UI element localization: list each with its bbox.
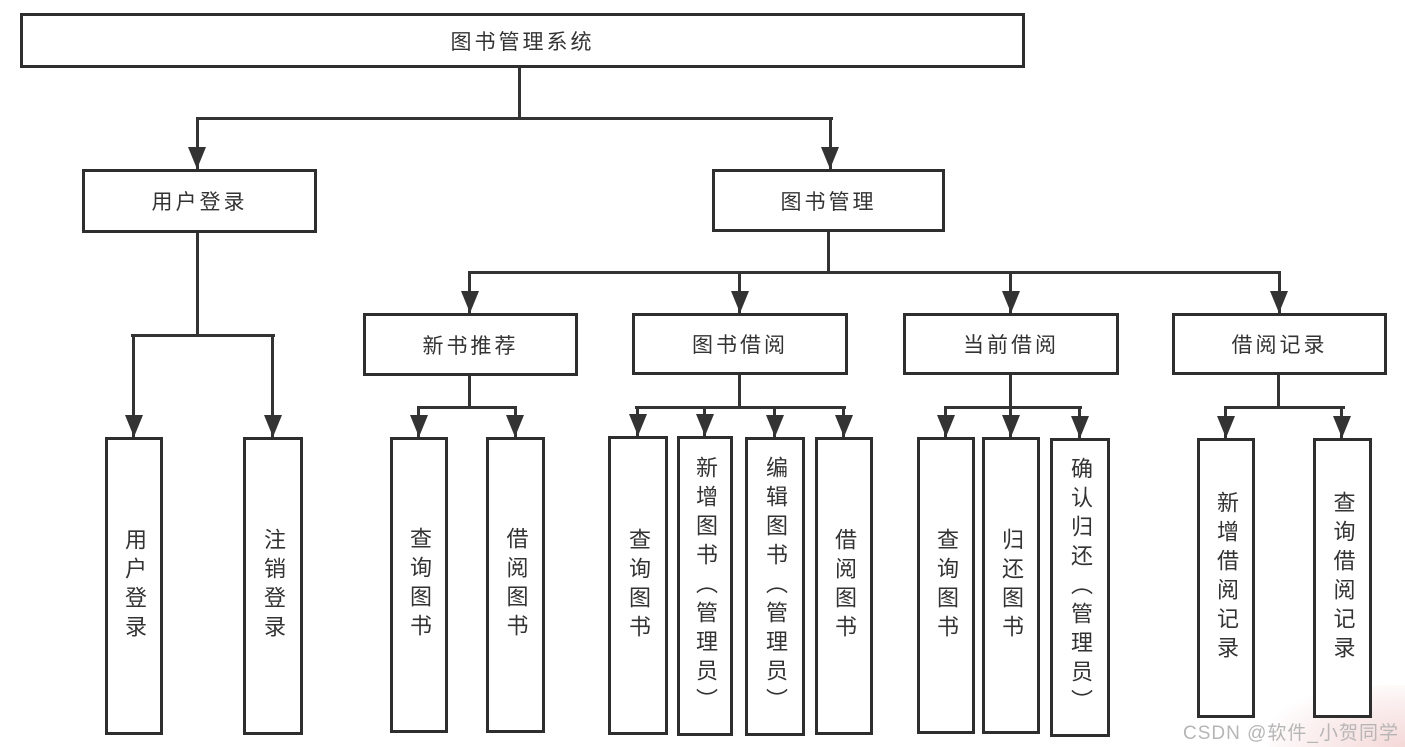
- connector-line: [417, 406, 517, 409]
- node-label: 图书借阅: [692, 334, 788, 357]
- leaf-label: 借阅图书: [503, 527, 529, 643]
- leaf-return-book: 归还图书: [982, 437, 1040, 734]
- connector-line: [196, 117, 199, 169]
- arrow-down-icon: [1270, 291, 1288, 313]
- leaf-label: 新增借阅记录: [1214, 491, 1239, 665]
- node-label: 新书推荐: [422, 334, 519, 358]
- connector-line: [196, 231, 199, 337]
- leaf-query-book-borrow: 查询图书: [608, 436, 668, 735]
- arrow-down-icon: [264, 415, 282, 437]
- leaf-edit-book-admin: 编辑图书（管理员）: [745, 437, 805, 736]
- arrow-down-icon: [821, 147, 839, 169]
- leaf-add-borrow-record: 新增借阅记录: [1197, 438, 1255, 718]
- arrow-down-icon: [1071, 416, 1089, 438]
- connector-line: [1224, 406, 1345, 409]
- arrow-down-icon: [1217, 416, 1235, 438]
- arrow-down-icon: [1002, 291, 1020, 313]
- leaf-label: 用户登录: [122, 528, 147, 644]
- node-borrow-record: 借阅记录: [1172, 313, 1387, 375]
- leaf-confirm-return-admin: 确认归还（管理员）: [1050, 438, 1110, 737]
- connector-line: [1009, 373, 1012, 409]
- leaf-label: 查询图书: [934, 527, 959, 644]
- node-new-book-recommend: 新书推荐: [363, 313, 578, 376]
- node-book-management: 图书管理: [712, 169, 945, 232]
- leaf-query-borrow-record: 查询借阅记录: [1313, 438, 1372, 718]
- node-book-borrow: 图书借阅: [632, 313, 848, 375]
- arrow-down-icon: [835, 415, 853, 437]
- arrow-down-icon: [696, 414, 714, 436]
- arrow-down-icon: [629, 414, 647, 436]
- connector-line: [468, 271, 1281, 274]
- leaf-query-book-recommend: 查询图书: [390, 437, 448, 733]
- connector-line: [944, 406, 1082, 409]
- leaf-label: 注销登录: [261, 528, 286, 644]
- arrow-down-icon: [461, 291, 479, 313]
- connector-line: [829, 117, 832, 169]
- node-root: 图书管理系统: [20, 13, 1025, 68]
- leaf-user-login: 用户登录: [105, 437, 163, 735]
- leaf-query-book-current: 查询图书: [917, 437, 975, 734]
- leaf-borrow-book-recommend: 借阅图书: [486, 437, 545, 733]
- connector-line: [468, 374, 471, 409]
- leaf-label: 查询图书: [407, 527, 432, 643]
- node-label: 借阅记录: [1231, 334, 1328, 357]
- node-label: 用户登录: [151, 191, 248, 214]
- connector-line: [827, 230, 830, 274]
- leaf-label: 归还图书: [999, 527, 1024, 644]
- connector-line: [271, 334, 274, 437]
- connector-line: [635, 406, 846, 409]
- connector-line: [132, 334, 135, 437]
- arrow-down-icon: [506, 415, 524, 437]
- leaf-label: 查询借阅记录: [1330, 491, 1356, 665]
- leaf-label: 查询图书: [626, 527, 651, 644]
- node-user-login: 用户登录: [82, 169, 317, 233]
- leaf-label: 新增图书（管理员）: [693, 455, 718, 717]
- arrow-down-icon: [410, 415, 428, 437]
- arrow-down-icon: [766, 415, 784, 437]
- arrow-down-icon: [125, 415, 143, 437]
- connector-line: [518, 66, 521, 120]
- node-current-borrow: 当前借阅: [903, 313, 1119, 375]
- connector-line: [1277, 373, 1280, 409]
- node-label: 当前借阅: [963, 334, 1059, 357]
- arrow-down-icon: [731, 291, 749, 313]
- leaf-add-book-admin: 新增图书（管理员）: [677, 436, 733, 736]
- leaf-borrow-book: 借阅图书: [815, 437, 873, 735]
- leaf-label: 借阅图书: [832, 528, 857, 644]
- arrow-down-icon: [188, 147, 206, 169]
- connector-line: [131, 334, 275, 337]
- arrow-down-icon: [1333, 416, 1351, 438]
- connector-line: [196, 117, 833, 120]
- arrow-down-icon: [937, 415, 955, 437]
- node-label: 图书管理系统: [450, 30, 595, 54]
- csdn-watermark: CSDN @软件_小贺同学: [1183, 723, 1399, 744]
- leaf-logout: 注销登录: [243, 437, 303, 735]
- leaf-label: 确认归还（管理员）: [1068, 457, 1093, 718]
- connector-line: [738, 373, 741, 409]
- leaf-label: 编辑图书（管理员）: [763, 456, 788, 717]
- node-label: 图书管理: [780, 190, 877, 214]
- arrow-down-icon: [1002, 415, 1020, 437]
